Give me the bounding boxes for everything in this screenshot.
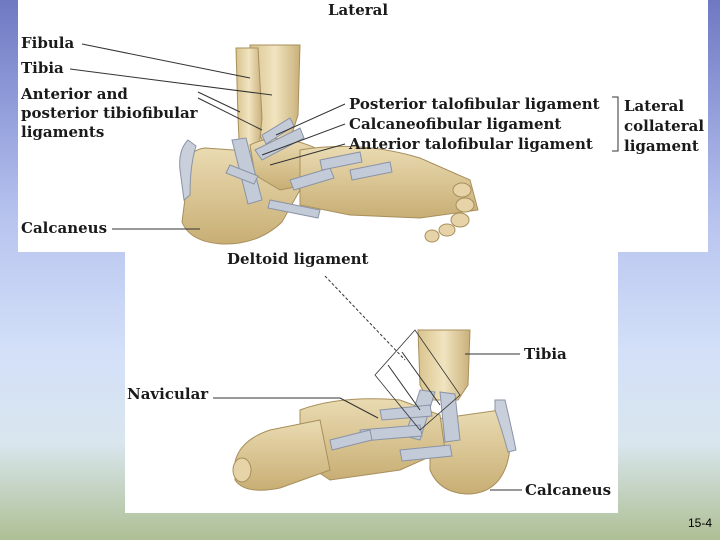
achilles-tendon-medial [494,399,517,453]
tibia-bone-medial [417,329,471,401]
toe-bone [455,197,475,213]
label-deltoid-ligament: Deltoid ligament [227,250,369,268]
label-fibula: Fibula [21,34,74,52]
label-tibiofibular-3: ligaments [21,123,104,141]
lateral-leader-lines [69,43,619,230]
label-lateral-collateral-1: Lateral [624,97,684,115]
label-tibia-medial: Tibia [524,345,567,363]
achilles-tendon [179,139,197,201]
lateral-view-title: Lateral [328,1,388,19]
label-posterior-talofibular: Posterior talofibular ligament [349,95,600,113]
label-anterior-talofibular: Anterior talofibular ligament [348,135,593,153]
lateral-foot-illustration [179,44,479,245]
toe-bone [438,223,456,237]
midfoot-bones [299,145,479,219]
slide-number: 15-4 [687,516,712,530]
toe-bone [450,212,470,228]
medial-leader-lines [213,275,522,491]
label-navicular: Navicular [127,385,209,403]
toe-bone [424,229,440,243]
label-tibiofibular-1: Anterior and [20,85,128,103]
label-tibiofibular-2: posterior tibiofibular [21,104,199,122]
medial-foot-illustration [232,329,517,495]
toe-bone [452,182,472,198]
label-calcaneus-top: Calcaneus [21,219,107,237]
toe-bone [232,457,252,483]
label-calcaneofibular: Calcaneofibular ligament [349,115,561,133]
label-calcaneus-medial: Calcaneus [525,481,611,499]
label-lateral-collateral-3: ligament [624,137,699,155]
label-tibia: Tibia [21,59,64,77]
forefoot-bones-medial [234,419,331,491]
lateral-ligament-bands [225,117,393,219]
label-lateral-collateral-2: collateral [624,117,704,135]
